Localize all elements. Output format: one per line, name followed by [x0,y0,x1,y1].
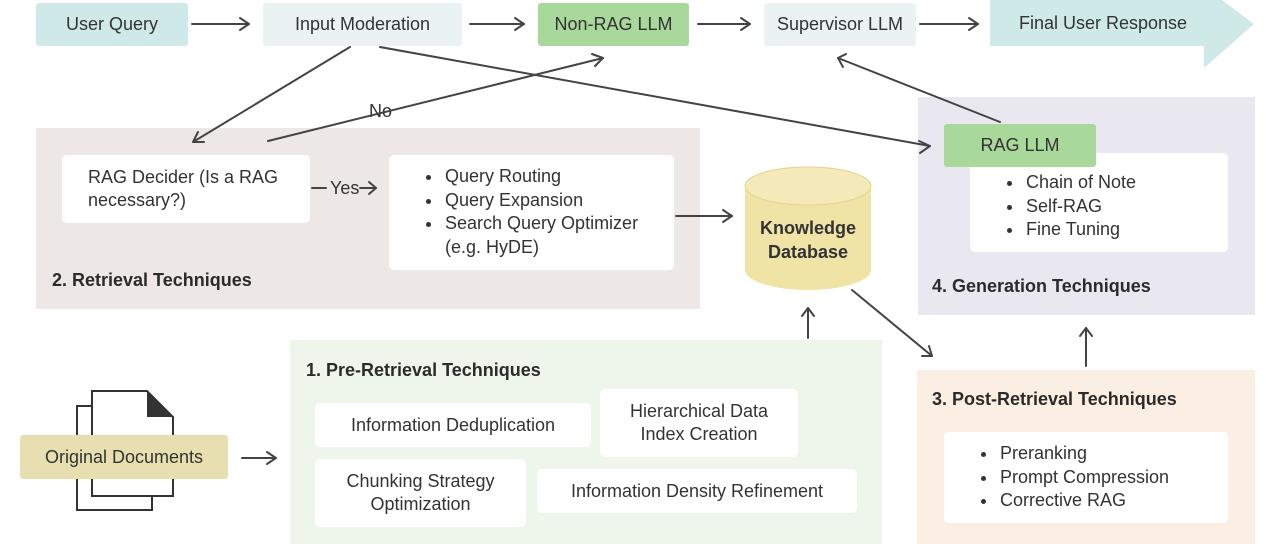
rag-decider-node: RAG Decider (Is a RAG necessary?) [62,155,310,223]
information-density-node: Information Density Refinement [537,469,857,513]
list-item: Fine Tuning [1024,218,1218,242]
hierarchical-data-index-node: Hierarchical Data Index Creation [600,389,798,457]
generation-techniques-title: 4. Generation Techniques [932,276,1151,296]
final-user-response-shape [990,0,1254,68]
retrieval-techniques-title: 2. Retrieval Techniques [52,270,252,290]
no-edge-label: No [369,101,393,121]
yes-edge-label: Yes [330,178,360,198]
list-item: Preranking [998,442,1218,466]
final-user-response-node: Final User Response [1018,12,1188,33]
query-techniques-card: Query Routing Query Expansion Search Que… [389,155,674,270]
non-rag-llm-node: Non-RAG LLM [538,3,689,46]
list-item: Chain of Note [1024,171,1218,195]
post-retrieval-card: Preranking Prompt Compression Corrective… [944,432,1228,523]
list-item: Prompt Compression [998,466,1218,490]
list-item: Query Routing [443,165,662,189]
post-retrieval-techniques-title: 3. Post-Retrieval Techniques [932,389,1177,409]
chunking-strategy-node: Chunking Strategy Optimization [315,459,526,527]
post-retrieval-list: Preranking Prompt Compression Corrective… [980,442,1218,513]
rag-llm-node: RAG LLM [944,124,1096,167]
query-techniques-list: Query Routing Query Expansion Search Que… [425,165,662,259]
supervisor-llm-node: Supervisor LLM [764,3,916,46]
input-moderation-node: Input Moderation [263,3,462,46]
list-item: Search Query Optimizer (e.g. HyDE) [443,212,662,259]
knowledge-database-label: Knowledge Database [759,218,856,262]
generation-techniques-list: Chain of Note Self-RAG Fine Tuning [1006,171,1218,242]
list-item: Self-RAG [1024,195,1218,219]
list-item: Query Expansion [443,189,662,213]
knowledge-database-cylinder [744,166,872,290]
list-item: Corrective RAG [998,489,1218,513]
generation-techniques-card: Chain of Note Self-RAG Fine Tuning [970,153,1228,252]
information-deduplication-node: Information Deduplication [315,403,591,447]
pre-retrieval-techniques-title: 1. Pre-Retrieval Techniques [306,360,541,380]
original-documents-node: Original Documents [20,435,228,479]
user-query-node: User Query [36,3,188,46]
